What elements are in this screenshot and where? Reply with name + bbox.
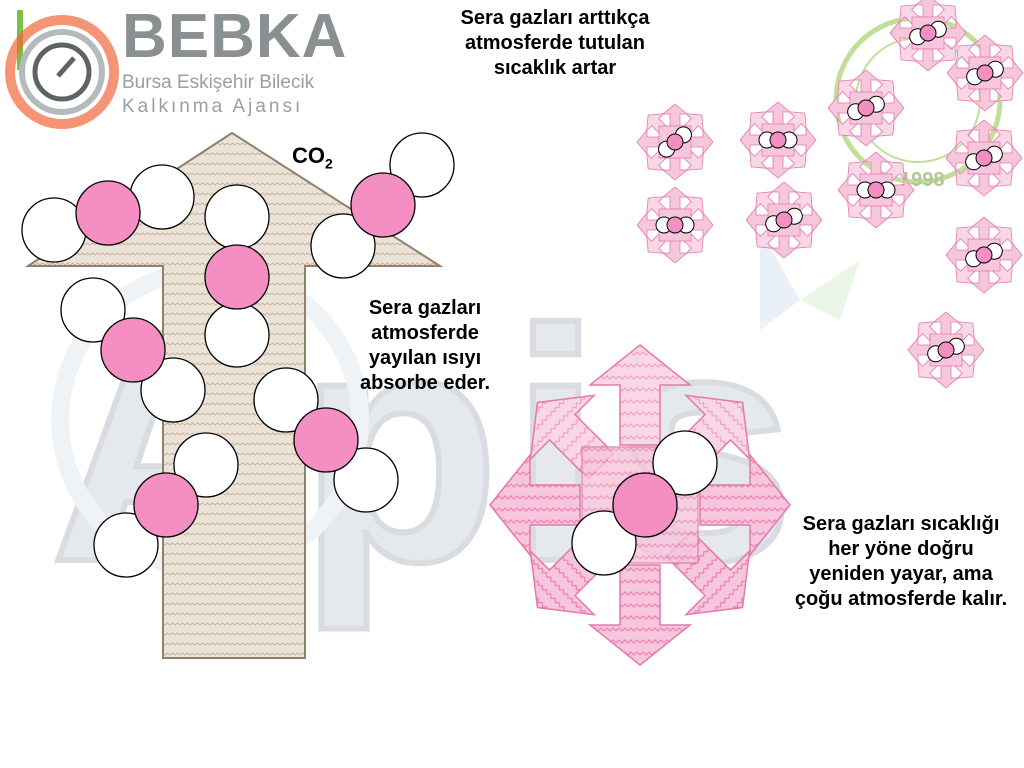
- oxygen-atom: [60, 277, 126, 343]
- carbon-atom: [857, 99, 875, 117]
- center-co2-molecule: [571, 430, 718, 576]
- arrow-up: [587, 344, 693, 446]
- carbon-atom: [293, 407, 359, 473]
- oxygen-atom: [140, 357, 206, 423]
- top-caption: Sera gazları arttıkça atmosferde tutulan…: [460, 7, 650, 79]
- small-star-icon: [946, 34, 1024, 112]
- oxygen-atom: [310, 213, 376, 279]
- carbon-atom: [867, 181, 885, 199]
- carbon-atom: [350, 172, 416, 238]
- carbon-atom: [666, 133, 684, 151]
- bebka-logo: BEBKA Bursa Eskişehir Bilecik Kalkınma A…: [122, 6, 347, 118]
- oxygen-atom: [571, 510, 637, 576]
- small-star-icon: [636, 186, 714, 264]
- logo-name: BEBKA: [122, 2, 348, 71]
- small-star-icon: [827, 69, 905, 147]
- small-star-cluster: [636, 0, 1024, 389]
- arrow-right: [699, 452, 791, 558]
- co2-text: CO: [292, 143, 325, 168]
- carbon-atom: [133, 472, 199, 538]
- oxygen-atom: [204, 302, 270, 368]
- carbon-atom: [975, 246, 993, 264]
- carbon-atom: [975, 149, 993, 167]
- carbon-atom: [100, 317, 166, 383]
- oxygen-atom: [204, 184, 270, 250]
- carbon-atom: [612, 472, 678, 538]
- logo-subtitle-2: Kalkınma Ajansı: [122, 96, 304, 117]
- pinwheel-blade: [800, 260, 860, 320]
- carbon-atom: [775, 211, 793, 229]
- carbon-atom: [204, 244, 270, 310]
- small-star-icon: [907, 311, 985, 389]
- right-caption: Sera gazları sıcaklığı her yöne doğru ye…: [794, 513, 1008, 610]
- oxygen-atom: [253, 367, 319, 433]
- oxygen-atom: [333, 447, 399, 513]
- co2-label: CO2: [292, 143, 333, 171]
- seal-year: 1998: [900, 169, 945, 191]
- carbon-atom: [666, 216, 684, 234]
- arrow-down: [587, 564, 693, 666]
- logo-subtitle-1: Bursa Eskişehir Bilecik: [122, 72, 315, 93]
- small-star-icon: [837, 151, 915, 229]
- carbon-atom: [75, 180, 141, 246]
- carbon-atom: [937, 341, 955, 359]
- bebka-logo-icon: [5, 10, 119, 129]
- small-star-icon: [889, 0, 967, 72]
- small-star-icon: [636, 103, 714, 181]
- pinwheel-blade: [760, 230, 800, 330]
- oxygen-atom: [652, 430, 718, 496]
- co2-molecules: [21, 132, 455, 578]
- small-star-icon: [945, 119, 1023, 197]
- oxygen-atom: [173, 432, 239, 498]
- reradiation-arrows: [489, 344, 791, 666]
- carbon-atom: [976, 64, 994, 82]
- carbon-atom: [769, 131, 787, 149]
- arrow-left: [489, 452, 581, 558]
- oxygen-atom: [389, 132, 455, 198]
- small-star-icon: [745, 181, 823, 259]
- small-star-icon: [945, 216, 1023, 294]
- carbon-atom: [919, 24, 937, 42]
- small-star-icon: [739, 101, 817, 179]
- oxygen-atom: [93, 512, 159, 578]
- co2-subscript: 2: [325, 155, 333, 172]
- middle-caption: Sera gazları atmosferde yayılan ısıyı ab…: [359, 297, 491, 394]
